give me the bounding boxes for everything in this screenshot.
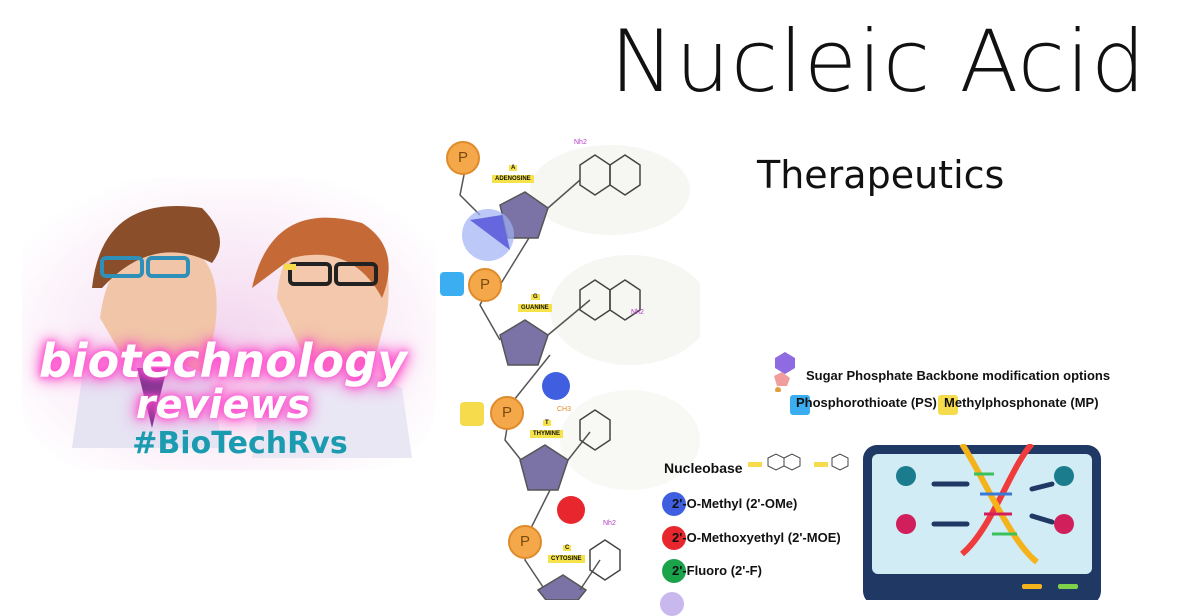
additional-mod-swatch (660, 592, 684, 616)
base-name: CYTOSINE (548, 555, 585, 563)
biotech-reviews-logo (22, 178, 436, 470)
nucleic-acid-strand-diagram (440, 145, 700, 600)
nucleobase-item-label: 2'-Fluoro (2'-F) (672, 563, 762, 578)
page-title: Nucleic Acid (610, 12, 1147, 112)
mod-dot-2-o-methyl (542, 372, 570, 400)
phosphate-circle: P (446, 141, 480, 175)
amine-label: Nh2 (603, 520, 616, 527)
base-letter: A (509, 165, 518, 171)
base-name: GUANINE (518, 304, 552, 312)
nucleobase-item-label: 2'-O-Methoxyethyl (2'-MOE) (672, 530, 841, 545)
base-letter: T (543, 420, 551, 426)
ps-square (440, 272, 464, 296)
logo-wordmark-line1: biotechnology (38, 334, 408, 388)
mp-label: Methylphosphonate (MP) (944, 395, 1099, 410)
scientist-woman-illustration (252, 217, 412, 458)
nucleobase-mini-diagram (748, 453, 849, 471)
base-letter: G (531, 294, 540, 300)
backbone-legend-title: Sugar Phosphate Backbone modification op… (806, 368, 1111, 383)
sugar-pentagon (499, 191, 588, 600)
nucleobase-item-label: 2'-O-Methyl (2'-OMe) (672, 496, 798, 511)
ps-label: Phosphorothioate (PS) (796, 395, 937, 410)
phosphate-circle: P (468, 268, 502, 302)
mp-square (460, 402, 484, 426)
amine-label: Nh2 (631, 309, 644, 316)
mod-dot-2-moe (557, 496, 585, 524)
hashtag-label: #BioTechRvs (132, 426, 348, 461)
2-moe-swatch (662, 526, 686, 550)
2-o-methyl-swatch (662, 492, 686, 516)
base-name: ADENOSINE (492, 175, 534, 183)
scientist-man-illustration (72, 205, 222, 448)
base-letter: C (563, 545, 572, 551)
dna-monitor-illustration (863, 444, 1101, 600)
base-name: THYMINE (530, 430, 563, 438)
nucleobase-title: Nucleobase (664, 460, 743, 476)
amine-label: Nh2 (574, 139, 587, 146)
phosphate-circle: P (508, 525, 542, 559)
2-fluoro-swatch (662, 559, 686, 583)
logo-wordmark-line2: reviews (135, 382, 311, 428)
mp-swatch (938, 395, 958, 415)
backbone-icon (774, 352, 795, 392)
methyl-label: CH3 (557, 406, 572, 413)
page-subtitle: Therapeutics (757, 153, 1005, 197)
phosphate-circle: P (490, 396, 524, 430)
ps-swatch (790, 395, 810, 415)
